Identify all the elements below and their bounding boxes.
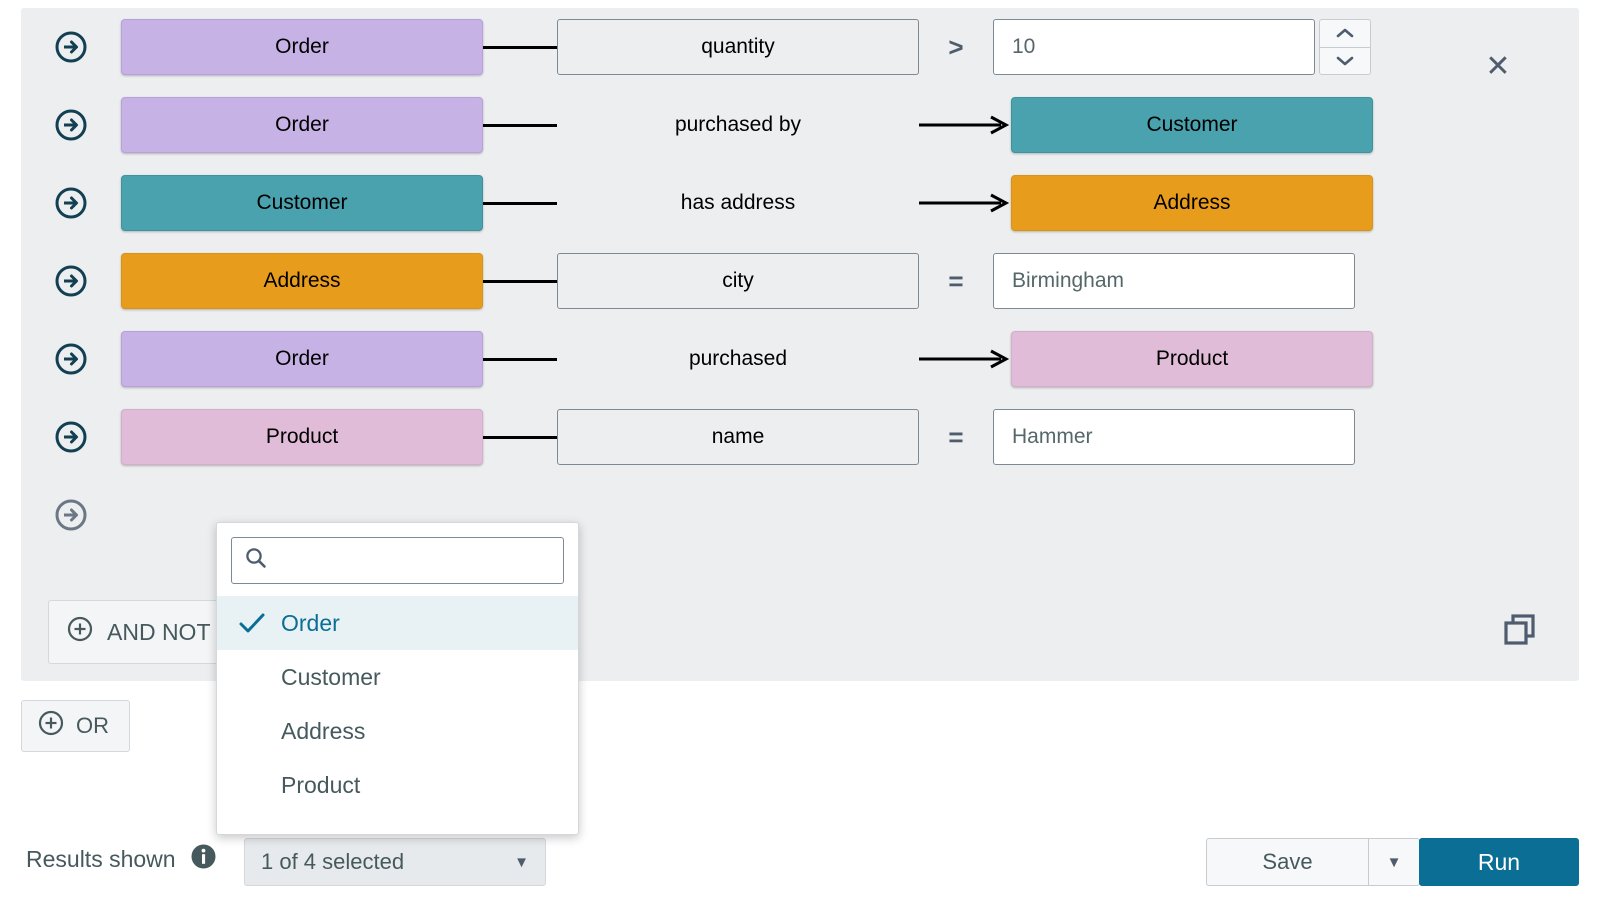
dropdown-option-label: Product <box>281 771 361 798</box>
circle-arrow-right-icon[interactable] <box>21 498 121 532</box>
dropdown-search-field[interactable] <box>231 537 564 584</box>
plus-circle-icon <box>38 710 64 742</box>
operator-label[interactable]: = <box>948 265 964 296</box>
add-and-not-button[interactable]: AND NOT <box>48 600 234 664</box>
entity-pill[interactable]: Order <box>121 19 483 75</box>
dropdown-option-label: Order <box>281 609 340 636</box>
stepper-down-icon[interactable] <box>1320 46 1370 75</box>
connector-line <box>483 123 557 127</box>
circle-arrow-right-icon[interactable] <box>21 108 121 142</box>
connector-line <box>483 45 557 49</box>
entity-pill[interactable]: Order <box>121 331 483 387</box>
property-box[interactable]: city <box>557 253 919 309</box>
query-row: Order quantity >10 <box>21 8 1579 86</box>
circle-arrow-right-icon[interactable] <box>21 342 121 376</box>
dropdown-option[interactable]: Address <box>217 704 578 758</box>
or-label: OR <box>76 713 109 738</box>
query-row <box>21 476 1579 554</box>
results-shown-text: Results shown <box>26 846 176 872</box>
check-icon <box>239 613 265 633</box>
chevron-down-icon: ▼ <box>1386 853 1402 871</box>
relationship-label[interactable]: purchased by <box>674 113 802 136</box>
operator-label[interactable]: = <box>948 421 964 452</box>
relationship-label[interactable]: has address <box>680 191 796 214</box>
results-shown-label: Results shown <box>26 843 217 876</box>
close-icon[interactable]: ✕ <box>1485 50 1511 83</box>
dropdown-option-label: Customer <box>281 663 381 690</box>
entity-pill[interactable]: Customer <box>121 175 483 231</box>
entity-pill[interactable]: Address <box>121 253 483 309</box>
relationship-arrow-icon <box>919 346 1011 372</box>
number-stepper <box>1319 19 1371 75</box>
value-field-group: 10 <box>993 19 1371 75</box>
query-row: Order purchased by Customer <box>21 86 1579 164</box>
connector-line <box>483 279 557 283</box>
run-button[interactable]: Run <box>1419 838 1579 886</box>
dropdown-option[interactable]: Product <box>217 758 578 812</box>
results-shown-select[interactable]: 1 of 4 selected ▼ <box>244 838 546 886</box>
query-row: Product name = Hammer <box>21 398 1579 476</box>
target-entity-pill[interactable]: Address <box>1011 175 1373 231</box>
relationship-arrow-icon <box>919 112 1011 138</box>
entity-pill[interactable]: Product <box>121 409 483 465</box>
relationship-arrow-icon <box>919 190 1011 216</box>
circle-arrow-right-icon[interactable] <box>21 420 121 454</box>
circle-arrow-right-icon[interactable] <box>21 264 121 298</box>
entity-pill[interactable]: Order <box>121 97 483 153</box>
value-input[interactable]: Hammer <box>993 409 1355 465</box>
save-button-group: Save ▼ <box>1206 838 1420 886</box>
value-input[interactable]: 10 <box>993 19 1315 75</box>
results-shown-select-value: 1 of 4 selected <box>261 849 405 874</box>
query-row: Address city = Birmingham <box>21 242 1579 320</box>
stepper-up-icon[interactable] <box>1320 20 1370 47</box>
save-dropdown-toggle[interactable]: ▼ <box>1368 838 1420 886</box>
and-not-label: AND NOT <box>107 618 211 645</box>
circle-arrow-right-icon[interactable] <box>21 30 121 64</box>
connector-line <box>483 435 557 439</box>
dropdown-option[interactable]: Customer <box>217 650 578 704</box>
connector-line <box>483 357 557 361</box>
target-entity-pill[interactable]: Customer <box>1011 97 1373 153</box>
value-input[interactable]: Birmingham <box>993 253 1355 309</box>
query-row: Customer has address Address <box>21 164 1579 242</box>
circle-arrow-right-icon[interactable] <box>21 186 121 220</box>
search-icon <box>244 546 268 575</box>
dropdown-option-label: Address <box>281 717 366 744</box>
connector-line <box>483 201 557 205</box>
property-box[interactable]: name <box>557 409 919 465</box>
info-icon[interactable] <box>190 843 217 876</box>
property-box[interactable]: quantity <box>557 19 919 75</box>
query-row: Order purchased Product <box>21 320 1579 398</box>
chevron-down-icon: ▼ <box>514 853 529 871</box>
copy-icon[interactable] <box>1499 608 1541 650</box>
add-or-button[interactable]: OR <box>21 700 130 752</box>
target-entity-pill[interactable]: Product <box>1011 331 1373 387</box>
dropdown-option[interactable]: Order <box>217 596 578 650</box>
search-input[interactable] <box>278 547 553 574</box>
operator-label[interactable]: > <box>948 31 964 62</box>
relationship-label[interactable]: purchased <box>688 347 788 370</box>
plus-circle-icon <box>67 616 93 648</box>
save-button[interactable]: Save <box>1206 838 1368 886</box>
